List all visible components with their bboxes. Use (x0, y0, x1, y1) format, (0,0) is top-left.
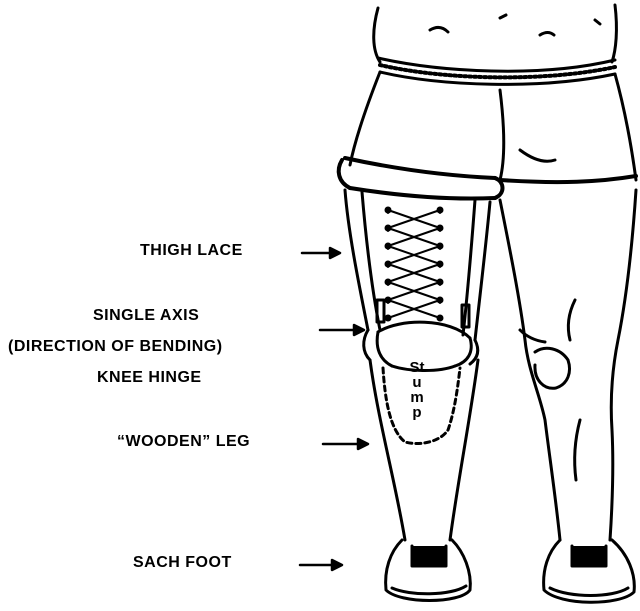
leader-arrows (300, 248, 368, 570)
socket-brim (339, 158, 636, 199)
label-wooden-leg: “WOODEN” LEG (117, 433, 250, 451)
label-direction: (DIRECTION OF BENDING) (8, 338, 223, 356)
label-stump: Stump (408, 360, 426, 420)
arrow-wooden-leg (323, 439, 368, 449)
label-thigh-lace: THIGH LACE (140, 242, 243, 260)
lace-eyelets (385, 207, 444, 322)
shorts (350, 72, 636, 180)
natural-leg (500, 190, 636, 602)
arrow-knee-hinge (320, 325, 364, 335)
label-sach-foot: SACH FOOT (133, 554, 232, 572)
thigh-lacing (388, 210, 440, 318)
sach-foot (386, 540, 471, 601)
arrow-sach-foot (300, 560, 342, 570)
label-knee-hinge: KNEE HINGE (97, 369, 202, 387)
torso (374, 5, 617, 62)
waistband (378, 58, 615, 84)
arrow-thigh-lace (302, 248, 340, 258)
label-single-axis: SINGLE AXIS (93, 307, 199, 325)
